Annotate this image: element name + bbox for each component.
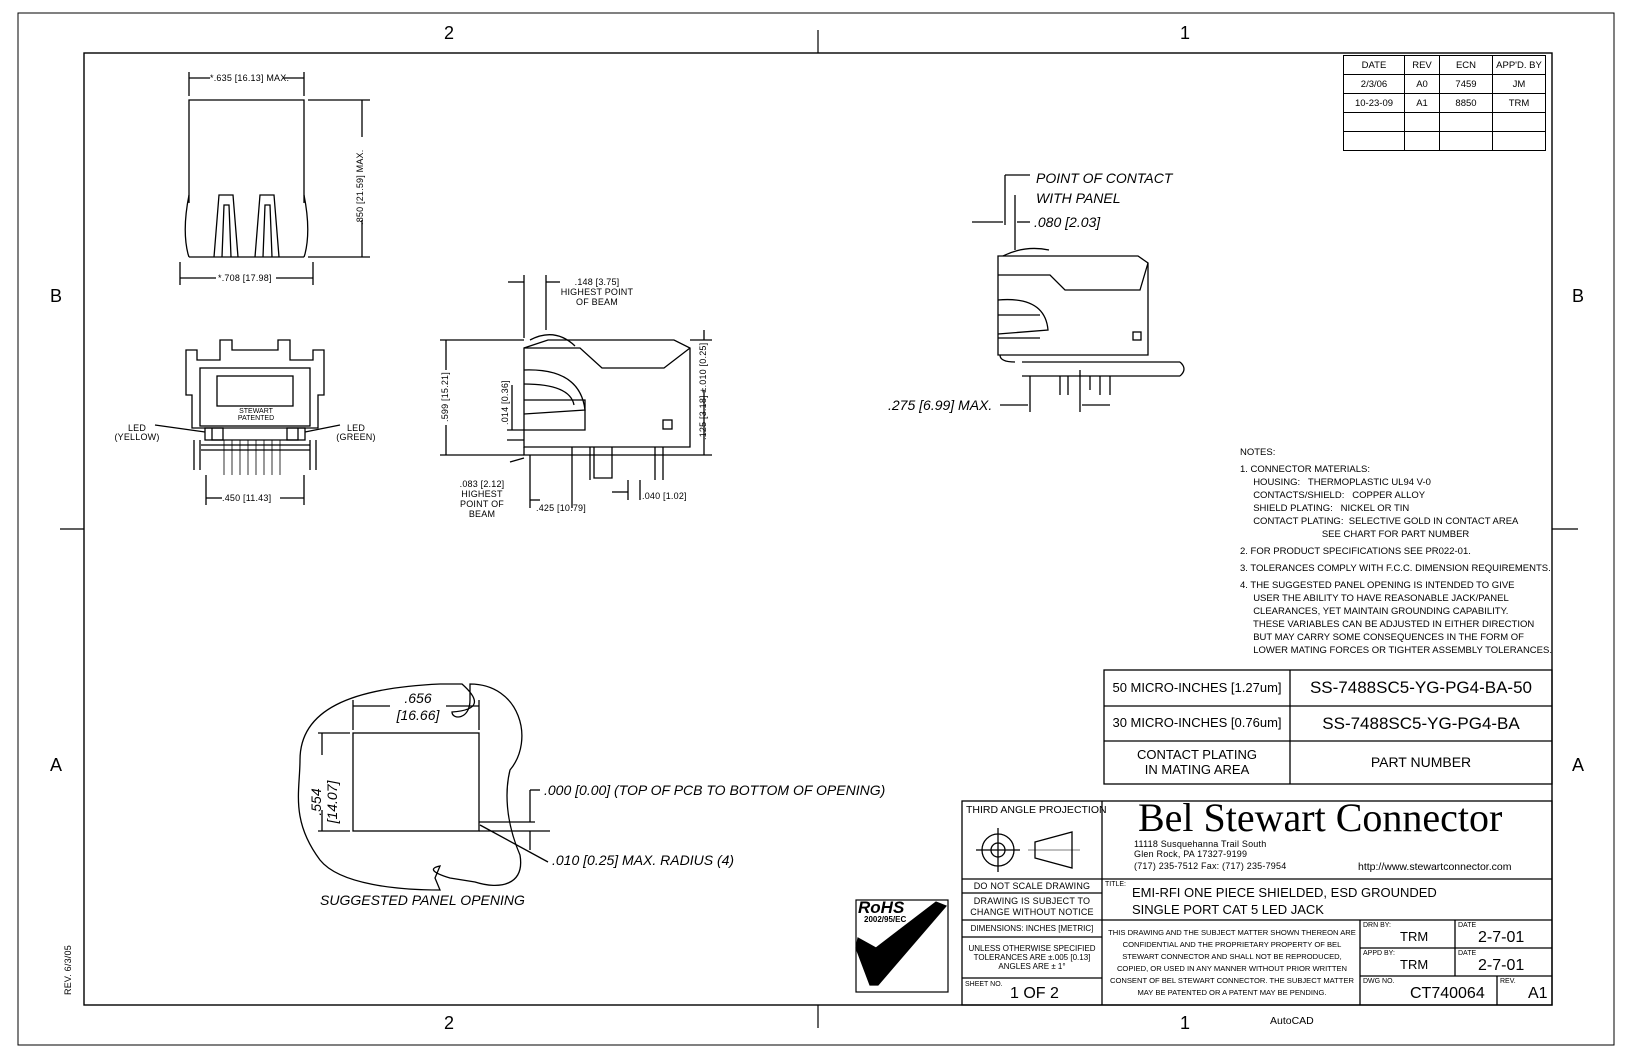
do-not-scale: DO NOT SCALE DRAWING xyxy=(973,880,1091,891)
plating-row-1: 50 MICRO-INCHES [1.27um] xyxy=(1112,679,1282,695)
zone-bottom-2: 2 xyxy=(444,1013,455,1033)
front-view xyxy=(154,339,341,505)
phone-fax: (717) 235-7512 Fax: (717) 235-7954 xyxy=(1134,861,1287,871)
rev-header-rev: REV xyxy=(1404,55,1440,75)
dim-side-040: .040 [1.02] xyxy=(642,491,687,501)
drn-by: TRM xyxy=(1400,929,1429,944)
dim-panel-000: .000 [0.00] (TOP OF PCB TO BOTTOM OF OPE… xyxy=(544,782,886,798)
drn-date-label: DATE xyxy=(1458,922,1477,929)
company-name: Bel Stewart Connector xyxy=(1138,795,1503,840)
side-view xyxy=(440,275,712,508)
note-4: 4. THE SUGGESTED PANEL OPENING IS INTEND… xyxy=(1240,580,1552,656)
dwg-no-label: DWG NO. xyxy=(1363,978,1395,985)
confidential-notice: THIS DRAWING AND THE SUBJECT MATTER SHOW… xyxy=(1108,928,1356,997)
zone-bottom-1: 1 xyxy=(1180,1013,1191,1033)
panel-opening-view xyxy=(297,683,550,891)
rohs-text: RoHS xyxy=(858,898,905,917)
table-row: 10-23-09 A1 8850 TRM xyxy=(1343,93,1546,113)
plating-header: CONTACT PLATING IN MATING AREA xyxy=(1137,746,1257,777)
dim-front-width: .450 [11.43] xyxy=(222,493,272,503)
subject-to-change: DRAWING IS SUBJECT TO CHANGE WITHOUT NOT… xyxy=(970,896,1094,917)
dim-top-width: *.635 [16.13] MAX. xyxy=(210,73,290,83)
dim-panel-width: .656 [16.66] xyxy=(396,690,440,723)
table-row xyxy=(1343,131,1546,151)
notes-block: NOTES: 1. CONNECTOR MATERIALS: HOUSING: T… xyxy=(1240,446,1552,657)
appd-date: 2-7-01 xyxy=(1478,957,1525,974)
note-2: 2. FOR PRODUCT SPECIFICATIONS SEE PR022-… xyxy=(1240,546,1471,557)
dim-side-tolerance: .125 [3.18] ±.010 [0.25] xyxy=(698,342,708,440)
note-1: 1. CONNECTOR MATERIALS: HOUSING: THERMOP… xyxy=(1240,464,1519,540)
dim-contact-275: .275 [6.99] MAX. xyxy=(888,397,993,413)
drn-by-label: DRN BY: xyxy=(1363,922,1392,929)
dimensions-units: DIMENSIONS: INCHES [METRIC] xyxy=(970,923,1094,933)
appd-date-label: DATE xyxy=(1458,950,1477,957)
rohs-directive: 2002/95/EC xyxy=(864,915,907,924)
rev-header-date: DATE xyxy=(1343,55,1405,75)
led-green-label: LED (GREEN) xyxy=(336,423,376,442)
rev-header-appd: APP'D. BY xyxy=(1492,55,1546,75)
front-stewart-label: STEWART PATENTED xyxy=(237,408,275,422)
zone-right-a: A xyxy=(1572,755,1585,775)
dim-panel-height: .554 [14.07] xyxy=(308,780,340,824)
zone-right-b: B xyxy=(1572,286,1585,306)
dim-top-height: .850 [21.59] MAX. xyxy=(355,149,365,225)
zone-top-1: 1 xyxy=(1180,23,1191,43)
rev-value: A1 xyxy=(1528,985,1548,1002)
dim-side-beam-bottom: .083 [2.12] HIGHEST POINT OF BEAM xyxy=(459,479,505,519)
dim-top-base: *.708 [17.98] xyxy=(218,273,272,283)
title-line-2: SINGLE PORT CAT 5 LED JACK xyxy=(1132,902,1324,917)
panel-contact-view xyxy=(972,174,1185,412)
address-line-1: 11118 Susquehanna Trail South xyxy=(1134,839,1267,849)
zone-left-a: A xyxy=(50,755,63,775)
plating-table-grid xyxy=(1103,669,1553,785)
address-line-2: Glen Rock, PA 17327-9199 xyxy=(1134,849,1248,859)
appd-by-label: APPD BY: xyxy=(1363,950,1395,957)
website: http://www.stewartconnector.com xyxy=(1358,861,1512,873)
zone-left-b: B xyxy=(50,286,63,306)
sheet-label: SHEET NO. xyxy=(965,981,1003,988)
dim-side-014: .014 [0.36] xyxy=(500,380,510,425)
title-label: TITLE: xyxy=(1105,881,1127,888)
note-3: 3. TOLERANCES COMPLY WITH F.C.C. DIMENSI… xyxy=(1240,563,1551,574)
dwg-number: CT740064 xyxy=(1410,985,1485,1002)
sheet-number: 1 OF 2 xyxy=(1010,985,1059,1002)
plating-row-2: 30 MICRO-INCHES [0.76um] xyxy=(1112,715,1282,731)
appd-by: TRM xyxy=(1400,957,1429,972)
zone-top-2: 2 xyxy=(444,23,455,43)
rev-header-ecn: ECN xyxy=(1439,55,1493,75)
title-line-1: EMI-RFI ONE PIECE SHIELDED, ESD GROUNDED xyxy=(1132,885,1437,900)
led-yellow-label: LED (YELLOW) xyxy=(114,423,160,442)
title-block-grid xyxy=(961,800,1553,1006)
dim-side-beam-top: .148 [3.75] HIGHEST POINT OF BEAM xyxy=(560,277,634,307)
dim-panel-radius: .010 [0.25] MAX. RADIUS (4) xyxy=(552,852,735,868)
drn-date: 2-7-01 xyxy=(1478,929,1525,946)
dim-contact-080: .080 [2.03] xyxy=(1034,214,1101,230)
notes-heading: NOTES: xyxy=(1240,447,1276,458)
part-row-1: SS-7488SC5-YG-PG4-BA-50 xyxy=(1309,678,1533,698)
table-row xyxy=(1343,112,1546,132)
point-of-contact-label: POINT OF CONTACT WITH PANEL xyxy=(1036,170,1173,206)
dim-side-425: .425 [10.79] xyxy=(536,503,586,513)
part-row-2: SS-7488SC5-YG-PG4-BA xyxy=(1322,713,1520,733)
form-revision: REV. 6/3/05 xyxy=(63,945,73,995)
revision-table: DATE REV ECN APP'D. BY 2/3/06 A0 7459 JM… xyxy=(1343,55,1546,151)
dim-side-height: .599 [15.21] xyxy=(440,372,450,422)
panel-opening-caption: SUGGESTED PANEL OPENING xyxy=(320,892,525,908)
rohs-logo xyxy=(855,899,949,993)
projection-label: THIRD ANGLE PROJECTION xyxy=(966,804,1107,816)
table-row: 2/3/06 A0 7459 JM xyxy=(1343,74,1546,94)
autocad-label: AutoCAD xyxy=(1270,1015,1314,1027)
top-view xyxy=(179,72,370,285)
tolerances: UNLESS OTHERWISE SPECIFIED TOLERANCES AR… xyxy=(968,943,1096,972)
rev-label: REV. xyxy=(1500,978,1516,985)
part-number-header: PART NUMBER xyxy=(1370,754,1472,771)
